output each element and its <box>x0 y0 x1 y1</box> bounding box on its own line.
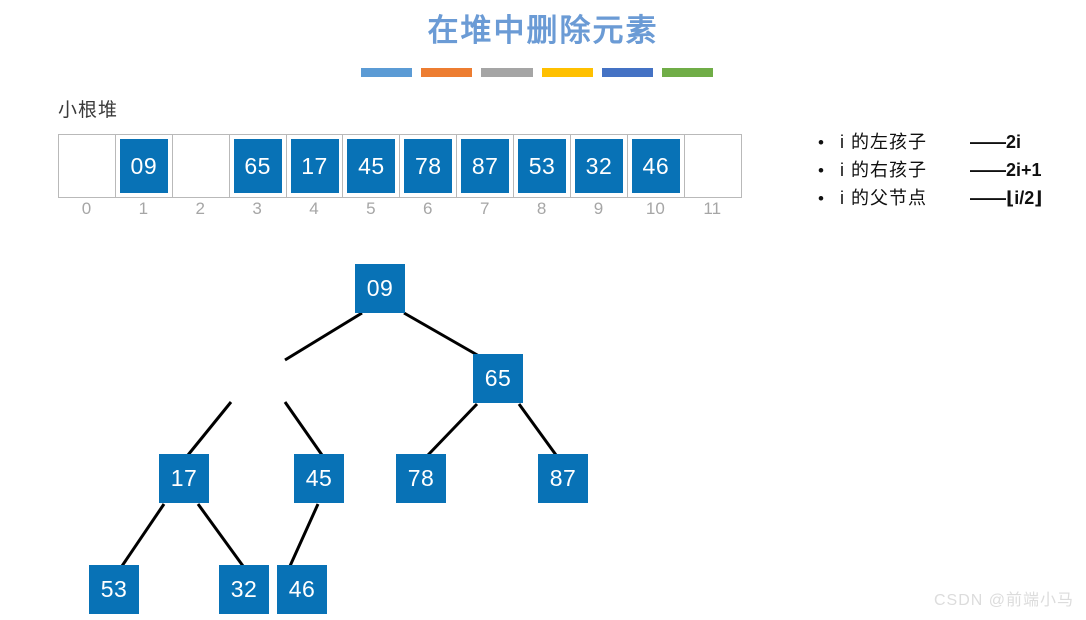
tree-node-32: 32 <box>219 565 269 614</box>
bullet-icon: • <box>818 161 824 180</box>
tree-edge-n45-to-n46 <box>288 503 320 567</box>
tree-node-65: 65 <box>473 354 523 403</box>
title-underline-bars <box>361 68 714 77</box>
array-index-label-0: 0 <box>81 199 92 218</box>
title-bar-segment-6 <box>661 68 714 77</box>
tree-node-45: 45 <box>294 454 344 503</box>
formula-row-2: • i 的父节点 ——⌊i/2⌋ <box>818 184 1086 212</box>
tree-edge-phantom-left-to-n45 <box>283 401 324 456</box>
array-index-label-11: 11 <box>703 199 722 218</box>
array-index-label-6: 6 <box>423 199 433 218</box>
array-cell-value-7: 87 <box>461 139 510 193</box>
array-cell-value-6: 78 <box>404 139 453 193</box>
tree-edge-n09-to-n65 <box>403 311 480 358</box>
tree-edge-n65-to-n78 <box>426 402 479 457</box>
formula-row-1: • i 的右孩子 ——2i+1 <box>818 156 1086 184</box>
array-cell-value-3: 65 <box>233 139 282 193</box>
tree-node-09: 09 <box>355 264 405 313</box>
array-cell-0 <box>59 135 116 197</box>
array-cell-6: 78 <box>400 135 458 197</box>
array-index-row: 0 1 2 3 4 5 6 7 8 9 10 11 <box>58 199 742 219</box>
array-index-label-1: 1 <box>138 199 149 218</box>
array-cell-2 <box>173 135 230 197</box>
array-cell-5: 45 <box>343 135 401 197</box>
array-cell-8: 53 <box>514 135 572 197</box>
array-cell-10: 46 <box>628 135 685 197</box>
array-index-label-8: 8 <box>536 199 547 218</box>
array-index-label-7: 7 <box>479 199 490 218</box>
array-cell-4: 17 <box>287 135 344 197</box>
title-bar-segment-1 <box>361 68 413 77</box>
title-bar-segment-2 <box>421 68 473 77</box>
formula-expression-2: ——⌊i/2⌋ <box>970 188 1043 208</box>
tree-node-53: 53 <box>89 565 139 614</box>
page-title: 在堆中删除元素 <box>427 13 659 48</box>
array-cell-11 <box>685 135 742 197</box>
tree-node-78: 78 <box>396 454 446 503</box>
array-index-label-2: 2 <box>195 199 205 218</box>
title-bar-segment-4 <box>541 68 593 77</box>
array-cell-9: 32 <box>571 135 628 197</box>
title-bar-segment-5 <box>601 68 653 77</box>
tree-edge-n17-to-n32 <box>196 503 245 567</box>
tree-edge-n65-to-n87 <box>517 403 558 456</box>
formula-row-0: • i 的左孩子 ——2i <box>818 128 1086 156</box>
array-cell-value-10: 46 <box>631 139 680 193</box>
tree-edge-phantom-left-to-n17 <box>186 401 233 456</box>
tree-node-17: 17 <box>159 454 209 503</box>
watermark: CSDN @前端小马 <box>933 592 1074 609</box>
tree-edge-n17-to-n53 <box>120 503 166 567</box>
formula-expression-0: ——2i <box>970 132 1022 152</box>
array-index-label-4: 4 <box>309 199 319 218</box>
array-cell-value-8: 53 <box>518 139 567 193</box>
title-bar-segment-3 <box>481 68 533 77</box>
formula-label-2: i 的父节点 <box>840 188 927 208</box>
formula-label-1: i 的右孩子 <box>840 160 927 180</box>
array-cell-7: 87 <box>457 135 515 197</box>
array-cell-3: 65 <box>230 135 287 197</box>
array-index-label-9: 9 <box>593 199 604 218</box>
tree-edge-n09-to-phantom-left <box>284 311 363 362</box>
array-index-label-5: 5 <box>366 199 376 218</box>
tree-node-87: 87 <box>538 454 588 503</box>
bullet-icon: • <box>818 189 824 208</box>
heap-index-formulas: • i 的左孩子 ——2i • i 的右孩子 ——2i+1 • i 的父节点 ——⌊i/2⌋ <box>818 128 1086 212</box>
array-index-label-10: 10 <box>645 199 665 218</box>
array-cell-value-9: 32 <box>574 139 623 193</box>
array-cell-1: 09 <box>116 135 173 197</box>
array-label: 小根堆 <box>58 100 119 121</box>
array-index-label-3: 3 <box>252 199 262 218</box>
array-cell-value-5: 45 <box>347 139 396 193</box>
formula-label-0: i 的左孩子 <box>840 132 927 152</box>
bullet-icon: • <box>818 133 824 152</box>
formula-expression-1: ——2i+1 <box>970 160 1042 180</box>
array-cell-value-1: 09 <box>119 139 168 193</box>
tree-node-46: 46 <box>277 565 327 614</box>
array-cell-value-4: 17 <box>290 139 339 193</box>
